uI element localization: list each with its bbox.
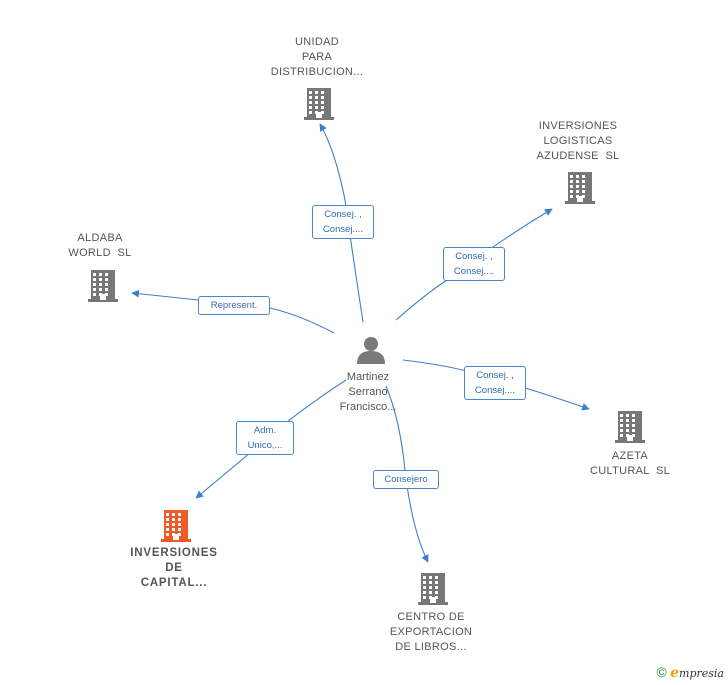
building-icon[interactable]: [564, 170, 596, 209]
company-label-line: WORLD SL: [68, 247, 132, 259]
company-label-line: AZUDENSE SL: [536, 150, 620, 162]
edge-label-unidad[interactable]: Consej. , Consej....: [312, 205, 374, 239]
building-icon[interactable]: [303, 86, 335, 125]
edge-label-line: Consej....: [453, 266, 495, 277]
edge-label-centro[interactable]: Consejero: [373, 470, 439, 489]
edge-line-unidad: [319, 123, 364, 323]
company-label-line: DE: [165, 562, 183, 574]
person-name-line: Serrano: [348, 386, 388, 398]
company-label-line: LOGISTICAS: [543, 135, 613, 147]
company-label-line: DE LIBROS...: [395, 641, 467, 653]
building-icon[interactable]: [614, 409, 646, 448]
company-label-line: CULTURAL SL: [589, 465, 670, 477]
person-name[interactable]: Martinez Serrano Francisco...: [318, 370, 418, 415]
edge-label-line: Consej. ,: [324, 209, 362, 220]
building-icon[interactable]: [160, 508, 192, 547]
edge-label-line: Consej....: [322, 224, 364, 235]
edge-label-azeta[interactable]: Consej. , Consej....: [464, 366, 526, 400]
person-name-line: Francisco...: [339, 401, 397, 413]
edge-label-line: Consej....: [474, 385, 516, 396]
copyright-icon: ©: [656, 664, 667, 680]
company-label-line: INVERSIONES: [130, 547, 218, 559]
company-label-inversiones-logisticas[interactable]: INVERSIONES LOGISTICAS AZUDENSE SL: [518, 119, 638, 164]
company-label-azeta[interactable]: AZETA CULTURAL SL: [578, 449, 682, 479]
person-icon[interactable]: [355, 334, 387, 366]
company-label-line: DISTRIBUCION...: [270, 66, 364, 78]
edge-label-aldaba[interactable]: Represent.: [198, 296, 270, 315]
building-icon[interactable]: [87, 268, 119, 307]
company-label-line: CAPITAL...: [140, 577, 208, 589]
edge-label-inversiones-capital[interactable]: Adm. Unico,...: [236, 421, 294, 455]
company-label-aldaba[interactable]: ALDABA WORLD SL: [50, 231, 150, 261]
company-label-inversiones-capital[interactable]: INVERSIONES DE CAPITAL...: [116, 546, 232, 591]
company-label-line: INVERSIONES: [538, 120, 618, 132]
company-label-line: AZETA: [611, 450, 649, 462]
company-label-line: UNIDAD: [295, 36, 339, 48]
company-label-line: PARA: [301, 51, 333, 63]
company-label-line: ALDABA: [77, 232, 123, 244]
company-label-unidad[interactable]: UNIDAD PARA DISTRIBUCION...: [255, 35, 379, 80]
edge-label-line: Adm.: [253, 425, 277, 436]
footer-brand: © empresia: [656, 664, 724, 681]
edge-label-line: Consej. ,: [476, 370, 514, 381]
company-label-line: EXPORTACION: [389, 626, 473, 638]
edge-label-inversiones-logisticas[interactable]: Consej. , Consej....: [443, 247, 505, 281]
company-label-line: CENTRO DE: [397, 611, 465, 623]
person-name-line: Martinez: [346, 371, 390, 383]
edge-label-line: Consej. ,: [455, 251, 493, 262]
edge-label-line: Represent.: [210, 300, 258, 311]
edge-label-line: Unico,...: [247, 440, 283, 451]
edge-label-line: Consejero: [384, 474, 428, 485]
company-label-centro[interactable]: CENTRO DE EXPORTACION DE LIBROS...: [376, 610, 486, 655]
brand-logo: empresia: [670, 665, 724, 681]
building-icon[interactable]: [417, 571, 449, 610]
